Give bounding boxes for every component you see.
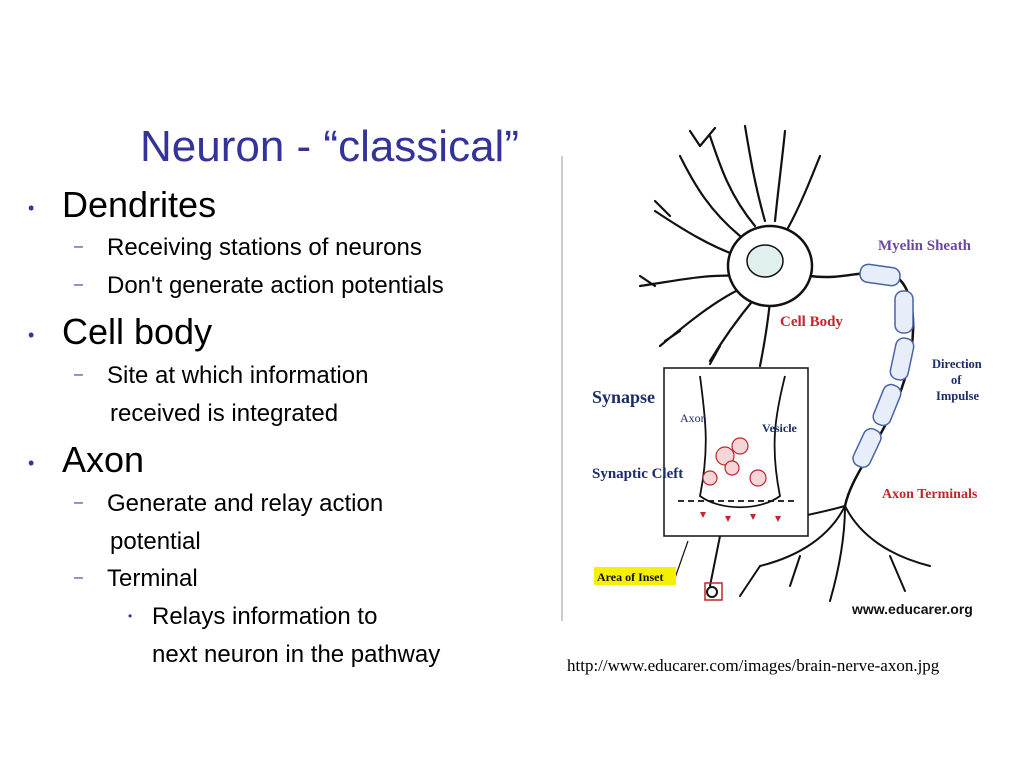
neurotransmitter-marks bbox=[700, 512, 781, 522]
image-source-caption: http://www.educarer.com/images/brain-ner… bbox=[567, 656, 940, 675]
direction-of-label: of bbox=[951, 373, 962, 387]
sub-bullet-continuation: received is integrated bbox=[110, 400, 339, 427]
sub-bullet-text: Don't generate action potentials bbox=[107, 272, 444, 299]
cell-body-label: Cell Body bbox=[780, 314, 843, 330]
bullet-text: Cell body bbox=[62, 311, 213, 352]
direction-label: Direction bbox=[932, 357, 982, 371]
bullet-axon: • Axon bbox=[28, 439, 145, 481]
synapse-label: Synapse bbox=[592, 387, 655, 407]
sub-bullet: – Don't generate action potentials bbox=[74, 272, 444, 300]
sub-bullet: – Generate and relay action bbox=[74, 490, 384, 518]
axon-inset-label: Axon bbox=[680, 411, 707, 425]
sub-sub-bullet: • Relays information to bbox=[128, 603, 378, 631]
slide-title: Neuron - “classical” bbox=[140, 122, 519, 171]
bullet-dendrites: • Dendrites bbox=[28, 184, 217, 226]
sub-bullet: – Receiving stations of neurons bbox=[74, 234, 422, 262]
sub-bullet: – Site at which information bbox=[74, 362, 369, 390]
bullet-dot: • bbox=[28, 453, 35, 473]
axon-terminals-label: Axon Terminals bbox=[882, 487, 978, 502]
nucleus-shape bbox=[746, 244, 784, 278]
vesicle-label: Vesicle bbox=[762, 421, 798, 435]
sub-sub-bullet-text: Relays information to bbox=[152, 603, 378, 630]
neuron-diagram: Myelin Sheath Cell Body Direction of Imp… bbox=[560, 116, 1022, 626]
bullet-cell-body: • Cell body bbox=[28, 311, 213, 353]
vesicles-drawing bbox=[702, 437, 767, 487]
direction-impulse-label: Impulse bbox=[936, 389, 980, 403]
area-of-inset-label: Area of Inset bbox=[597, 570, 663, 584]
dash-marker: – bbox=[74, 238, 83, 255]
synapse-inset-drawing bbox=[678, 375, 796, 509]
dash-marker: – bbox=[74, 569, 83, 586]
dash-marker: – bbox=[74, 494, 83, 511]
sub-bullet-continuation: potential bbox=[110, 528, 201, 555]
area-of-inset-marker bbox=[704, 582, 723, 601]
inset-leader-line bbox=[674, 540, 689, 579]
sub-bullet-text: Site at which information bbox=[107, 362, 369, 389]
sub-bullet: – Terminal bbox=[74, 565, 198, 593]
sub-bullet-text: Generate and relay action bbox=[107, 490, 384, 517]
myelin-label: Myelin Sheath bbox=[878, 238, 972, 254]
synaptic-cleft-label: Synaptic Cleft bbox=[592, 466, 683, 482]
myelin-segments bbox=[852, 263, 915, 469]
sub-bullet-text: Receiving stations of neurons bbox=[107, 234, 422, 261]
watermark-text: www.educarer.org bbox=[851, 601, 973, 617]
sub-bullet-text: Terminal bbox=[107, 565, 198, 592]
bullet-dot: • bbox=[128, 609, 133, 623]
bullet-text: Dendrites bbox=[62, 184, 217, 225]
dash-marker: – bbox=[74, 276, 83, 293]
dash-marker: – bbox=[74, 366, 83, 383]
bullet-dot: • bbox=[28, 198, 35, 218]
sub-sub-bullet-continuation: next neuron in the pathway bbox=[152, 641, 441, 668]
bullet-dot: • bbox=[28, 325, 35, 345]
bullet-text: Axon bbox=[62, 439, 145, 480]
area-of-inset-highlight bbox=[594, 567, 676, 585]
neuron-illustration: Myelin Sheath Cell Body Direction of Imp… bbox=[561, 124, 982, 621]
